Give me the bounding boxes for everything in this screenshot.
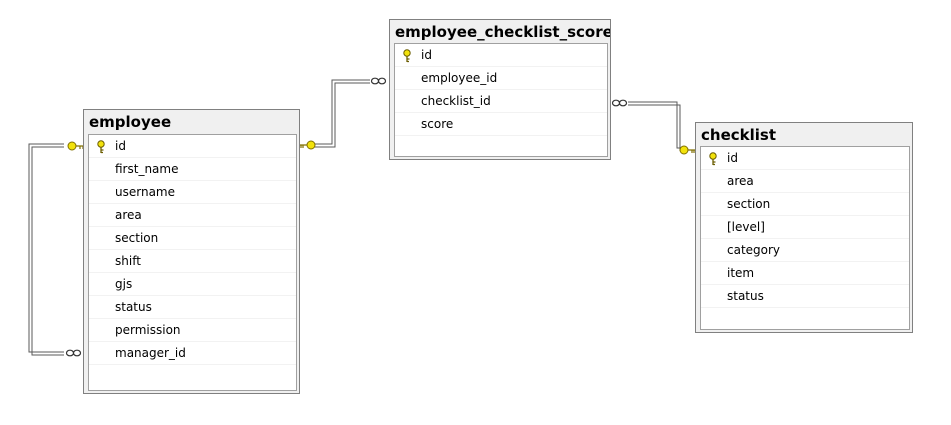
column-name: id bbox=[421, 48, 432, 62]
column-name: area bbox=[727, 174, 754, 188]
column-row[interactable]: [level] bbox=[701, 216, 909, 239]
column-list: id area section [level] category item status bbox=[700, 146, 910, 330]
column-name: employee_id bbox=[421, 71, 498, 85]
column-name: id bbox=[115, 139, 126, 153]
column-list: id first_name username area section shift gjs s… bbox=[88, 134, 297, 391]
column-name: first_name bbox=[115, 162, 179, 176]
column-row[interactable]: employee_id bbox=[395, 67, 607, 90]
one-key-end-icon bbox=[67, 141, 84, 151]
column-name: checklist_id bbox=[421, 94, 491, 108]
column-name: item bbox=[727, 266, 755, 280]
column-name: status bbox=[727, 289, 764, 303]
column-row[interactable]: permission bbox=[89, 319, 296, 342]
column-row[interactable]: gjs bbox=[89, 273, 296, 296]
column-row[interactable]: manager_id bbox=[89, 342, 296, 365]
column-name: gjs bbox=[115, 277, 133, 291]
column-name: manager_id bbox=[115, 346, 186, 360]
column-row[interactable]: id bbox=[701, 147, 909, 170]
relationship-employee-to-score[interactable] bbox=[314, 79, 370, 148]
one-key-end-icon bbox=[300, 140, 316, 150]
column-row[interactable]: area bbox=[701, 170, 909, 193]
table-employee[interactable]: employee id first_name username area section… bbox=[83, 109, 300, 394]
column-row[interactable]: score bbox=[395, 113, 607, 136]
column-row[interactable]: area bbox=[89, 204, 296, 227]
relationship-employee-self[interactable] bbox=[28, 143, 64, 356]
column-row[interactable]: status bbox=[89, 296, 296, 319]
table-title: checklist bbox=[701, 126, 776, 144]
column-name: username bbox=[115, 185, 175, 199]
column-row[interactable]: section bbox=[701, 193, 909, 216]
relationship-checklist-to-score[interactable] bbox=[628, 101, 681, 151]
column-name: score bbox=[421, 117, 454, 131]
column-name: category bbox=[727, 243, 781, 257]
column-name: area bbox=[115, 208, 142, 222]
column-row[interactable]: id bbox=[89, 135, 296, 158]
column-row[interactable]: id bbox=[395, 44, 607, 67]
column-name: permission bbox=[115, 323, 181, 337]
primary-key-icon bbox=[97, 140, 105, 154]
column-row[interactable]: checklist_id bbox=[395, 90, 607, 113]
column-name: status bbox=[115, 300, 152, 314]
many-infinity-end-icon bbox=[370, 77, 387, 85]
column-row[interactable]: shift bbox=[89, 250, 296, 273]
table-title: employee_checklist_score bbox=[395, 23, 610, 41]
one-key-end-icon bbox=[679, 145, 695, 155]
column-name: shift bbox=[115, 254, 141, 268]
many-infinity-end-icon bbox=[65, 349, 82, 357]
column-name: section bbox=[727, 197, 771, 211]
column-row[interactable]: item bbox=[701, 262, 909, 285]
table-title: employee bbox=[89, 113, 172, 131]
column-row[interactable]: first_name bbox=[89, 158, 296, 181]
column-name: section bbox=[115, 231, 159, 245]
column-name: id bbox=[727, 151, 738, 165]
column-row[interactable]: status bbox=[701, 285, 909, 308]
column-row[interactable]: username bbox=[89, 181, 296, 204]
column-row[interactable]: section bbox=[89, 227, 296, 250]
primary-key-icon bbox=[403, 49, 411, 63]
column-name: [level] bbox=[727, 220, 765, 234]
primary-key-icon bbox=[709, 152, 717, 166]
many-infinity-end-icon bbox=[611, 99, 628, 107]
column-row[interactable]: category bbox=[701, 239, 909, 262]
table-checklist[interactable]: checklist id area section [level] category it… bbox=[695, 122, 913, 333]
